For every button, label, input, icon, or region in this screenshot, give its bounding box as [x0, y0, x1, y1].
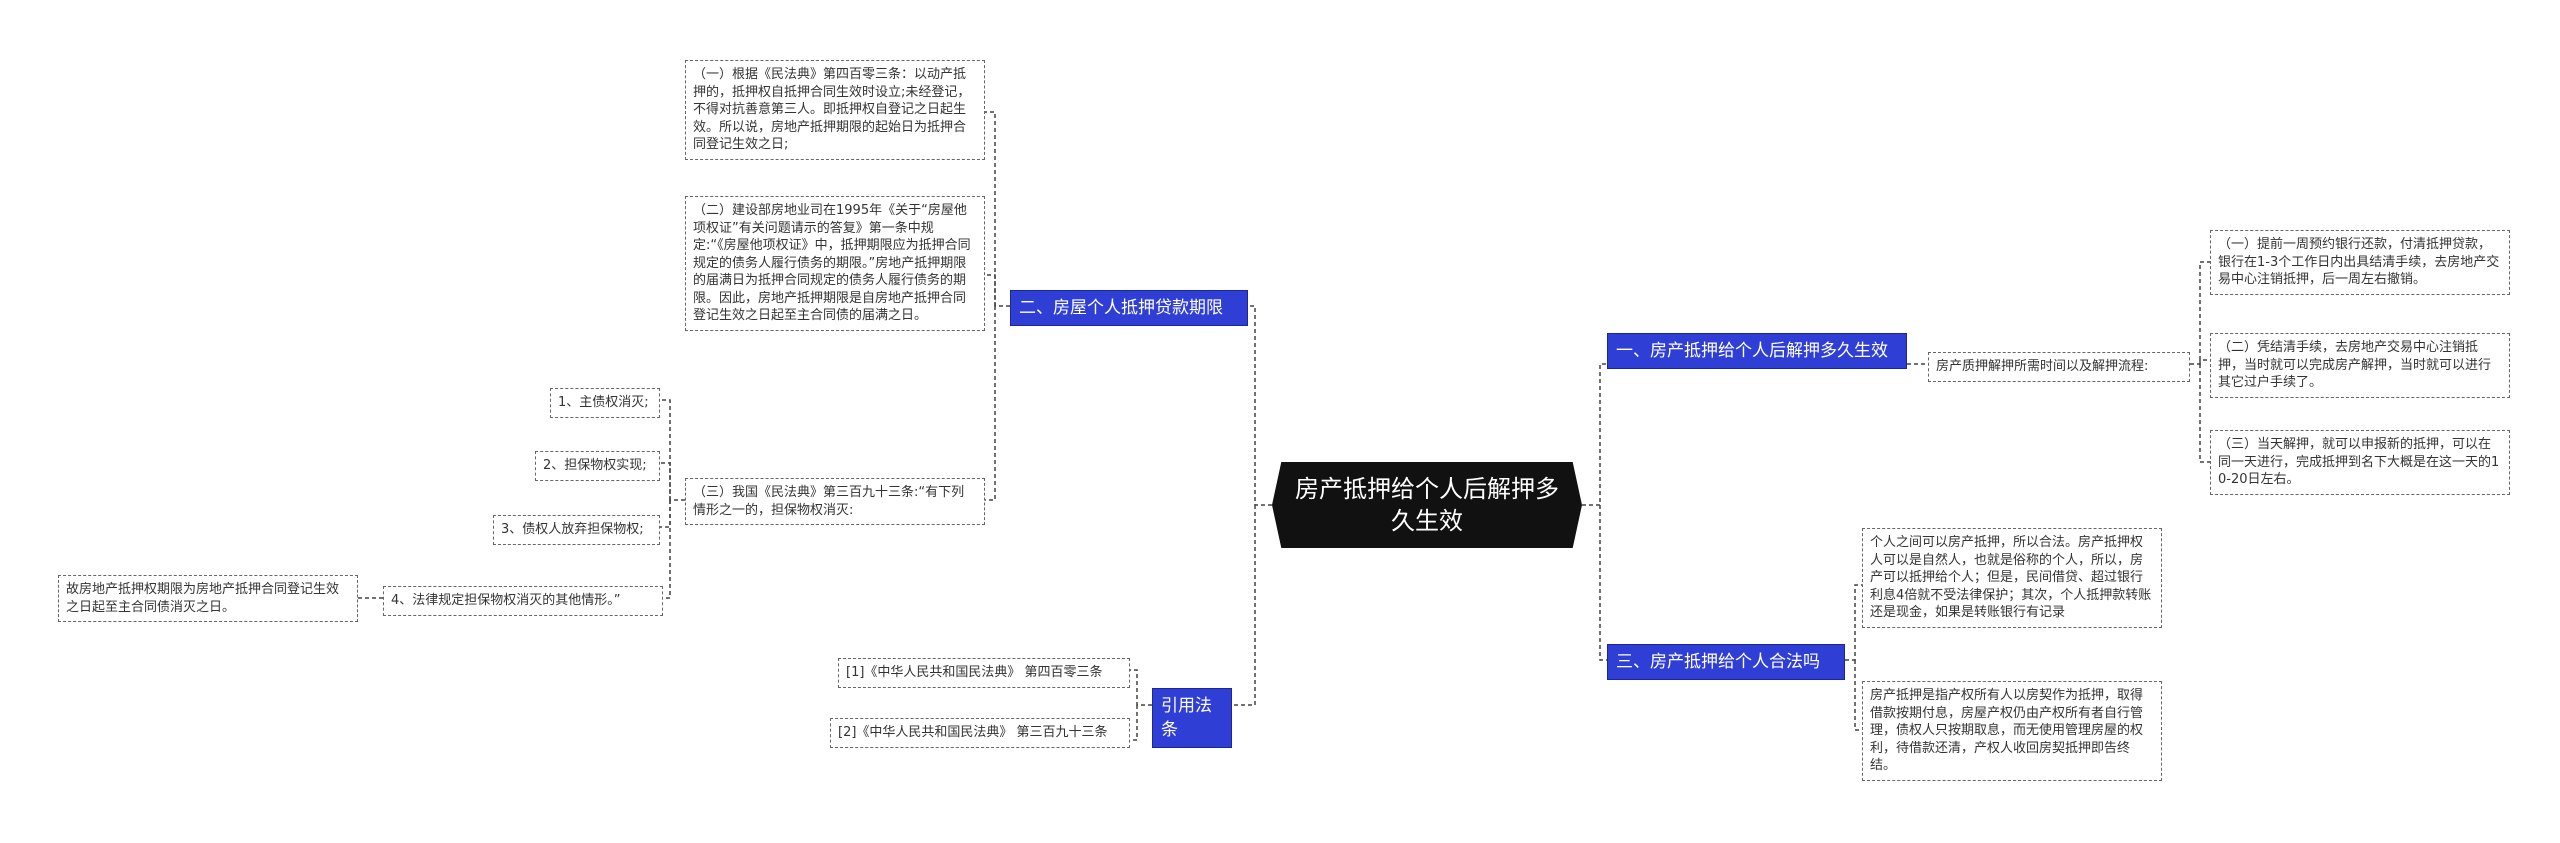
- leaf-text: （一）根据《民法典》第四百零三条：以动产抵押的，抵押权自抵押合同生效时设立;未经…: [693, 67, 971, 152]
- leaf-sub-3[interactable]: 3、债权人放弃担保物权;: [493, 515, 660, 545]
- leaf-text: （二）建设部房地业司在1995年《关于“房屋他项权证”有关问题请示的答复》第一条…: [693, 203, 971, 323]
- leaf-text: 故房地产抵押权期限为房地产抵押合同登记生效之日起至主合同债消灭之日。: [66, 582, 340, 615]
- branch-label: 引用法条: [1161, 696, 1212, 740]
- leaf-text: 2、担保物权实现;: [543, 458, 647, 473]
- branch-label: 三、房产抵押给个人合法吗: [1616, 652, 1820, 672]
- leaf-text: （一）提前一周预约银行还款，付清抵押贷款，银行在1-3个工作日内出具结清手续，去…: [2218, 237, 2500, 287]
- root-title: 房产抵押给个人后解押多久生效: [1295, 475, 1559, 535]
- branch-label: 一、房产抵押给个人后解押多久生效: [1616, 341, 1888, 361]
- leaf-term-rule-1[interactable]: （一）根据《民法典》第四百零三条：以动产抵押的，抵押权自抵押合同生效时设立;未经…: [685, 60, 985, 160]
- leaf-legality-explanation[interactable]: 个人之间可以房产抵押，所以合法。房产抵押权人可以是自然人，也就是俗称的个人，所以…: [1862, 528, 2162, 628]
- leaf-text: 3、债权人放弃担保物权;: [501, 522, 644, 537]
- branch-legality[interactable]: 三、房产抵押给个人合法吗: [1607, 644, 1845, 680]
- leaf-release-step-2[interactable]: （二）凭结清手续，去房地产交易中心注销抵押，当时就可以完成房产解押，当时就可以进…: [2210, 333, 2510, 398]
- branch-house-mortgage-term[interactable]: 二、房屋个人抵押贷款期限: [1010, 290, 1248, 326]
- branch-label: 二、房屋个人抵押贷款期限: [1019, 298, 1223, 318]
- leaf-law-citation-1[interactable]: [1]《中华人民共和国民法典》 第四百零三条: [838, 658, 1130, 688]
- leaf-text: （二）凭结清手续，去房地产交易中心注销抵押，当时就可以完成房产解押，当时就可以进…: [2218, 340, 2492, 390]
- leaf-release-step-3[interactable]: （三）当天解押，就可以申报新的抵押，可以在同一天进行，完成抵押到名下大概是在这一…: [2210, 430, 2510, 495]
- leaf-sub-2[interactable]: 2、担保物权实现;: [535, 451, 660, 481]
- branch-release-effective-time[interactable]: 一、房产抵押给个人后解押多久生效: [1607, 333, 1907, 369]
- leaf-sub-4-note[interactable]: 故房地产抵押权期限为房地产抵押合同登记生效之日起至主合同债消灭之日。: [58, 575, 358, 622]
- leaf-release-step-1[interactable]: （一）提前一周预约银行还款，付清抵押贷款，银行在1-3个工作日内出具结清手续，去…: [2210, 230, 2510, 295]
- leaf-text: [1]《中华人民共和国民法典》 第四百零三条: [846, 665, 1103, 680]
- leaf-text: [2]《中华人民共和国民法典》 第三百九十三条: [838, 725, 1108, 740]
- leaf-law-citation-2[interactable]: [2]《中华人民共和国民法典》 第三百九十三条: [830, 718, 1130, 748]
- leaf-sub-4[interactable]: 4、法律规定担保物权消灭的其他情形。”: [383, 586, 663, 616]
- branch-cited-law[interactable]: 引用法条: [1152, 688, 1232, 748]
- leaf-term-rule-3[interactable]: （三）我国《民法典》第三百九十三条:“有下列情形之一的，担保物权消灭:: [685, 478, 985, 525]
- leaf-text: 房产质押解押所需时间以及解押流程:: [1936, 359, 2149, 374]
- leaf-text: 房产抵押是指产权所有人以房契作为抵押，取得借款按期付息，房屋产权仍由产权所有者自…: [1870, 688, 2144, 773]
- leaf-text: 个人之间可以房产抵押，所以合法。房产抵押权人可以是自然人，也就是俗称的个人，所以…: [1870, 535, 2152, 620]
- leaf-text: 4、法律规定担保物权消灭的其他情形。”: [391, 593, 621, 608]
- leaf-mortgage-definition[interactable]: 房产抵押是指产权所有人以房契作为抵押，取得借款按期付息，房屋产权仍由产权所有者自…: [1862, 681, 2162, 781]
- leaf-text: （三）当天解押，就可以申报新的抵押，可以在同一天进行，完成抵押到名下大概是在这一…: [2218, 437, 2500, 487]
- leaf-release-process[interactable]: 房产质押解押所需时间以及解押流程:: [1928, 352, 2190, 382]
- root-node[interactable]: 房产抵押给个人后解押多久生效: [1272, 462, 1582, 548]
- leaf-text: （三）我国《民法典》第三百九十三条:“有下列情形之一的，担保物权消灭:: [693, 485, 965, 518]
- leaf-text: 1、主债权消灭;: [558, 395, 649, 410]
- leaf-sub-1[interactable]: 1、主债权消灭;: [550, 388, 660, 418]
- leaf-term-rule-2[interactable]: （二）建设部房地业司在1995年《关于“房屋他项权证”有关问题请示的答复》第一条…: [685, 196, 985, 331]
